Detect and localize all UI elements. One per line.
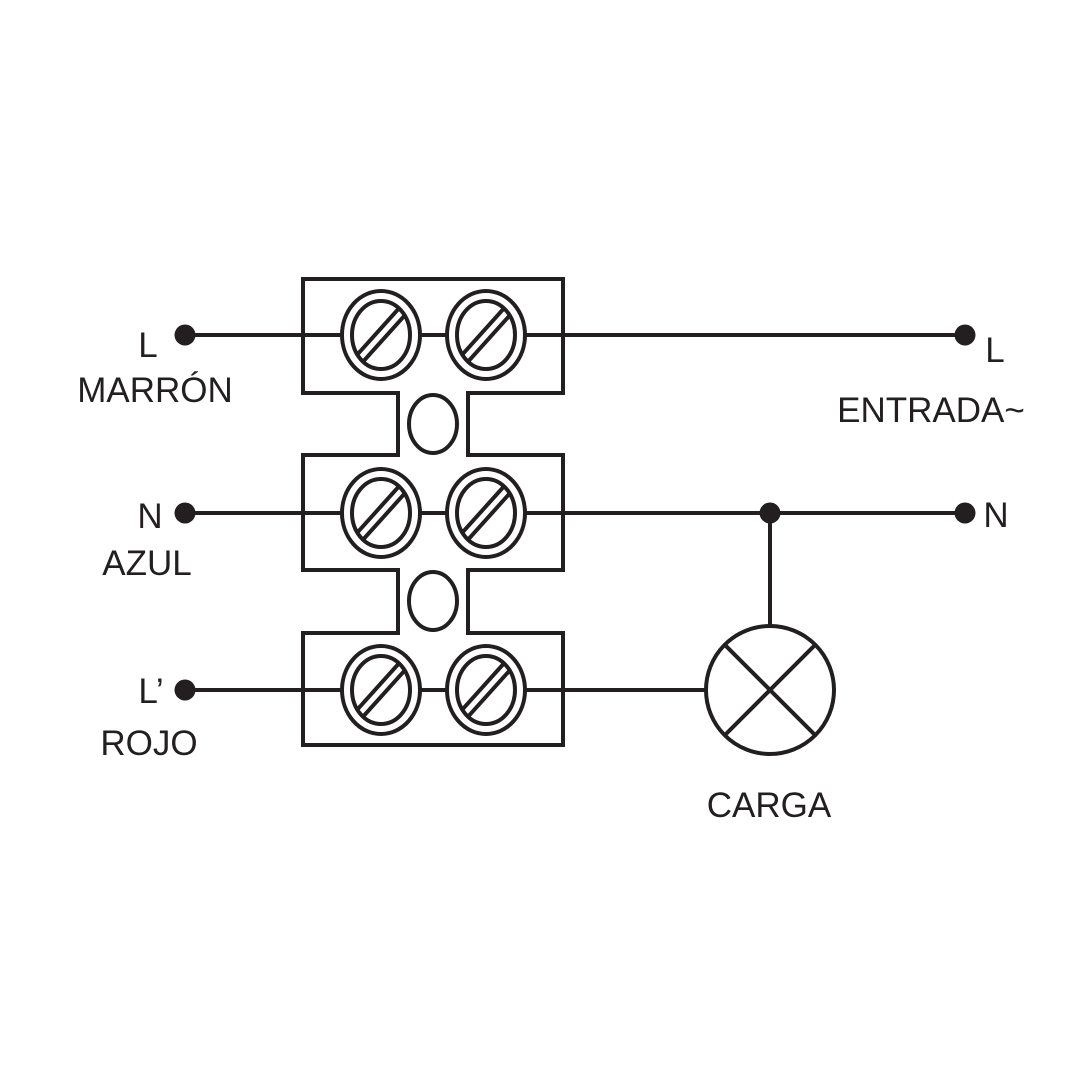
screw-icon [445,644,527,736]
terminal-dot-n-left [174,502,196,524]
terminal-dot-l-left [174,324,196,346]
terminal-dot-l-right [954,324,976,346]
load-symbol [704,624,836,756]
strip-hole-top [407,393,459,455]
label-terminal-l-left: L [138,326,157,365]
label-terminal-n-right: N [983,496,1008,535]
label-terminal-lprime-left: L’ [138,672,163,711]
label-terminal-n-left: N [137,497,162,536]
screw-icon [445,289,527,381]
label-carga: CARGA [707,786,832,825]
screw-icon [445,467,527,559]
label-wire-azul: AZUL [102,544,191,583]
terminal-dot-n-right [954,502,976,524]
label-entrada: ENTRADA~ [837,391,1025,430]
label-terminal-l-right: L [985,331,1004,370]
screw-icon [340,644,422,736]
label-wire-rojo: ROJO [100,724,197,763]
screw-icon [340,467,422,559]
terminal-dot-lprime-left [174,679,196,701]
label-wire-marron: MARRÓN [77,371,233,410]
strip-hole-bottom [407,570,459,632]
junction-dot [759,502,781,524]
screw-icon [340,289,422,381]
